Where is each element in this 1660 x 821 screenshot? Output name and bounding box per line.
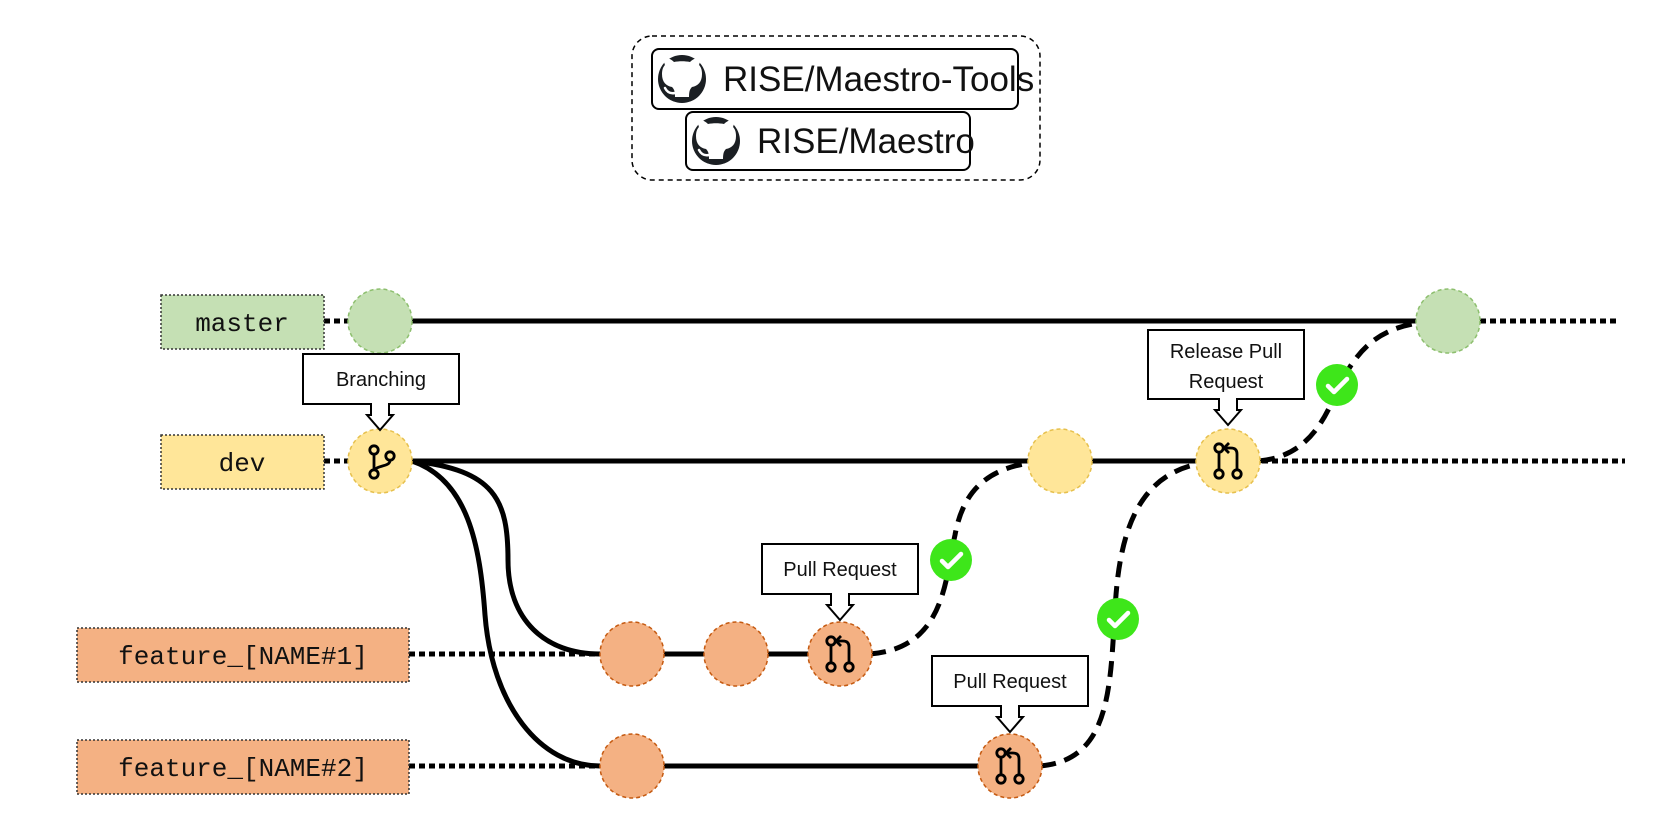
github-icon (690, 115, 742, 167)
check-circle-icon (1316, 364, 1358, 406)
callout-label: Pull Request (953, 671, 1067, 693)
dev-to-feature-2-branch (411, 458, 601, 769)
callout-pull-request-2: Pull Request (931, 655, 1089, 734)
feature-1-commit-1[interactable] (599, 621, 665, 687)
callout-label: Branching (336, 369, 426, 391)
branch-label-feature-1[interactable]: feature_[NAME#1] (76, 627, 410, 683)
repo-name: RISE/Maestro (757, 122, 975, 161)
repository-group-frame (631, 35, 1041, 181)
check-circle-icon (930, 539, 972, 581)
feature-1-commit-pr[interactable] (807, 621, 873, 687)
repo-badge-maestro-tools[interactable]: RISE/Maestro-Tools (651, 48, 1034, 110)
branch-name: feature_[NAME#1] (118, 642, 368, 672)
callout-label: Pull Request (783, 559, 897, 581)
branch-name: feature_[NAME#2] (118, 754, 368, 784)
branch-name: dev (219, 449, 266, 479)
callout-pull-request-1: Pull Request (761, 543, 919, 622)
branch-name: master (195, 309, 289, 339)
dev-commit-branch[interactable] (347, 428, 413, 494)
feature-2-commit-1[interactable] (599, 733, 665, 799)
feature-2-commit-pr[interactable] (977, 733, 1043, 799)
branch-label-dev[interactable]: dev (160, 434, 325, 490)
dev-commit-merge[interactable] (1027, 428, 1093, 494)
github-icon (656, 53, 708, 105)
dev-commit-release[interactable] (1195, 428, 1261, 494)
callout-release-pull-request: Release Pull Request (1147, 329, 1305, 427)
callout-label-line-2: Request (1189, 371, 1264, 393)
repository-group: RISE/Maestro-Tools RISE/Maestro (631, 35, 1041, 181)
feature-1-merge-path (869, 458, 1061, 657)
master-commit-release[interactable] (1415, 288, 1481, 354)
callout-label-line-1: Release Pull (1170, 341, 1282, 363)
feature-1-commit-2[interactable] (703, 621, 769, 687)
dev-to-feature-1-branch (411, 458, 601, 657)
repo-name: RISE/Maestro-Tools (723, 60, 1034, 99)
master-commit-start[interactable] (347, 288, 413, 354)
callout-branching: Branching (302, 353, 460, 432)
repo-badge-maestro[interactable]: RISE/Maestro (685, 111, 975, 171)
branch-label-master[interactable]: master (160, 294, 325, 350)
check-circle-icon (1097, 598, 1139, 640)
branch-label-feature-2[interactable]: feature_[NAME#2] (76, 739, 410, 795)
branch-tails (324, 318, 1625, 769)
feature-2-merge-path (1039, 458, 1229, 769)
